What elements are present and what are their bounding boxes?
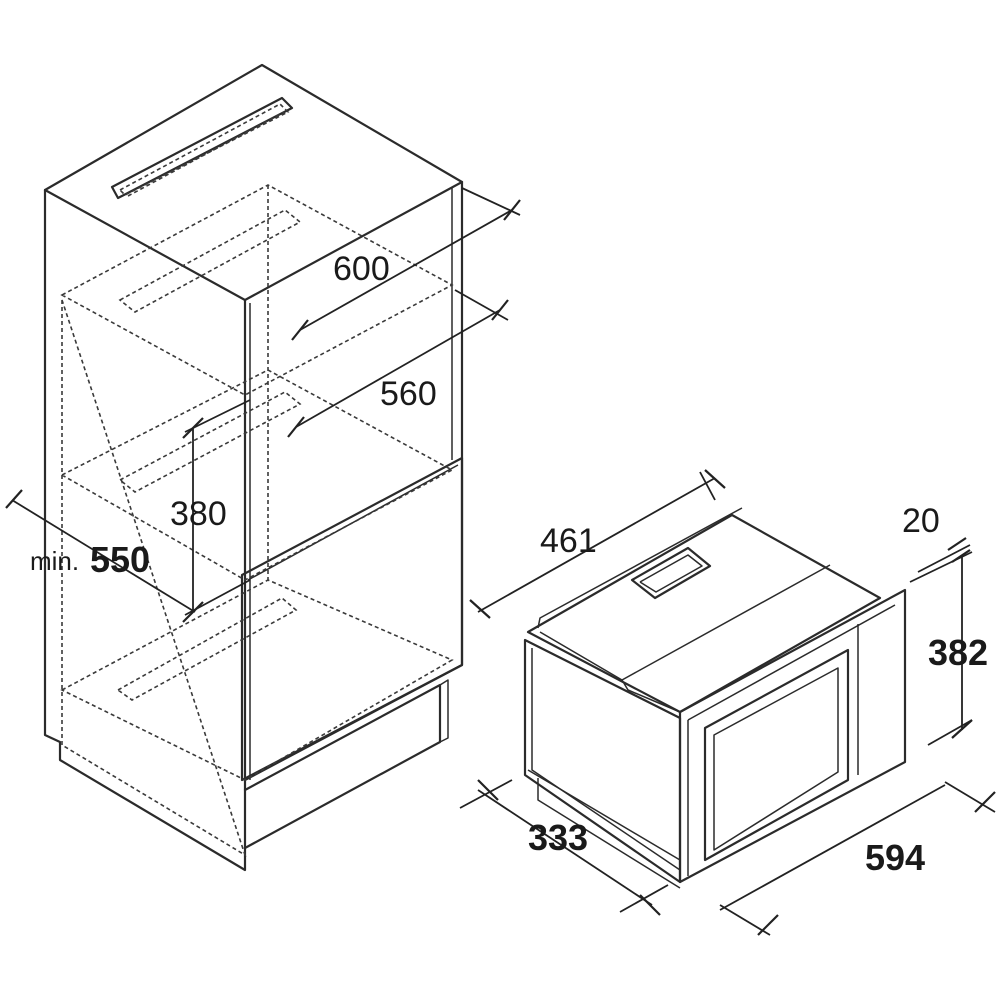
lower-panel xyxy=(240,456,464,782)
front-frame xyxy=(678,588,907,884)
appliance xyxy=(523,507,907,889)
label-560: 560 xyxy=(380,375,437,413)
label-20: 20 xyxy=(902,502,940,540)
label-550: 550 xyxy=(90,539,150,580)
label-min-prefix: min. xyxy=(30,546,79,576)
dim-333: 333 xyxy=(459,779,669,916)
cabinet-top xyxy=(43,63,464,302)
cavity-top-dashed xyxy=(60,184,454,396)
door-glass xyxy=(703,648,850,862)
dim-594: 594 xyxy=(719,781,996,936)
label-380: 380 xyxy=(170,495,227,533)
dim-min-550: min. 550 xyxy=(5,489,196,613)
plinth xyxy=(243,683,442,850)
dim-461: 461 xyxy=(469,469,726,619)
dim-600: 600 xyxy=(291,187,521,341)
dim-560: 560 xyxy=(287,289,509,438)
label-600: 600 xyxy=(333,250,390,288)
label-333: 333 xyxy=(528,817,588,858)
vent-slot xyxy=(110,96,294,200)
appliance-top xyxy=(526,513,882,714)
top-vent xyxy=(630,546,712,600)
cabinet xyxy=(43,63,464,872)
label-382: 382 xyxy=(928,632,988,673)
dim-382: 382 xyxy=(927,555,988,746)
label-594: 594 xyxy=(865,837,925,878)
label-461: 461 xyxy=(540,522,597,560)
dim-380: 380 xyxy=(170,399,251,623)
